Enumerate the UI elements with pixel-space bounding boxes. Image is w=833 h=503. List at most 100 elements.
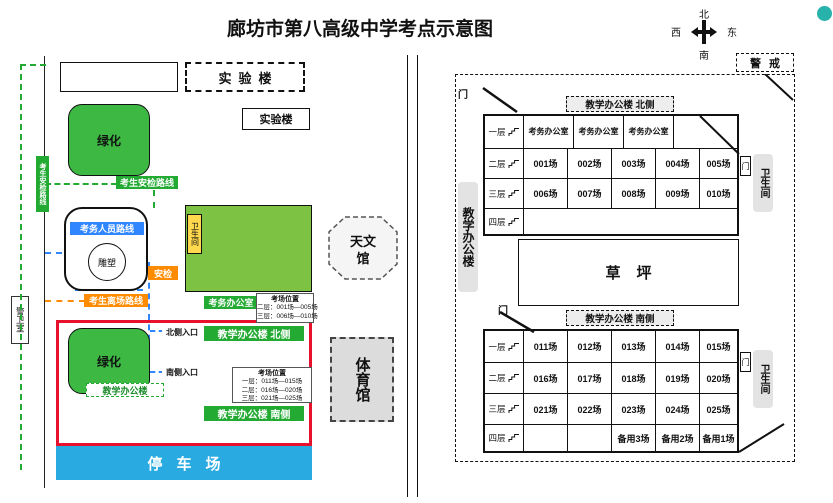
building-vertical-label: 教学办公楼 (461, 207, 475, 267)
north-building-table: 一层 考务办公室 考务办公室 考务办公室 二层 001场 002场 003场 0… (483, 114, 739, 236)
room-info-south-title: 考场位置 (258, 370, 286, 377)
floor-cell: 一层 (485, 331, 524, 362)
exam-office-tag: 考务办公室 (204, 296, 258, 309)
route-staff-segment (45, 252, 73, 254)
room-info-south-line: 三层：021场—025场 (241, 394, 303, 402)
room-info-north-line: 三层：006场—010场 (257, 312, 318, 320)
stairs-icon (508, 342, 519, 351)
green-area-top-label: 绿化 (96, 133, 121, 148)
floor-cell: 三层 (485, 394, 524, 424)
cordon-boundary (455, 74, 795, 462)
door-label-northeast: 门 (741, 161, 750, 171)
green-field (185, 205, 312, 292)
stairs-icon (508, 405, 519, 413)
room-info-north-line: 二层：001场—005场 (257, 304, 318, 312)
compass-east-label: 东 (727, 28, 737, 39)
compass-south-label: 南 (699, 51, 709, 62)
room-cell: 014场 (656, 331, 700, 362)
floor-cell: 三层 (485, 179, 524, 208)
green-area-bottom-label: 绿化 (96, 354, 121, 369)
room-cell: 备用1场 (702, 433, 735, 444)
restroom-south-label: 卫生间 (758, 364, 769, 394)
lawn-label: 草坪 (605, 265, 668, 282)
plan-header-north-label: 教学办公楼 北侧 (585, 100, 655, 111)
floor-label: 二层 (488, 373, 506, 383)
room-info-north-title: 考场位置 (271, 296, 299, 303)
plan-header-north: 教学办公楼 北侧 (566, 96, 674, 112)
table-row: 二层 001场 002场 003场 004场 005场 (485, 149, 737, 179)
sculpture: 雕塑 (88, 243, 126, 281)
building-south-tag: 教学办公楼 南侧 (204, 406, 304, 421)
building-vertical-capsule: 教学办公楼 (458, 182, 478, 292)
gym-label: 体育馆 (353, 357, 371, 402)
table-row: 三层 006场 007场 008场 009场 010场 (485, 179, 737, 209)
entrance-south-label: 南侧入口 (162, 367, 202, 378)
route-exit-tag: 考生离场路线 (84, 294, 148, 307)
divider-line-right (417, 55, 418, 497)
room-cell: 022场 (568, 394, 612, 424)
table-row: 四层 (485, 209, 737, 234)
restroom-small-label: 卫生间 (190, 222, 200, 246)
route-staff-tag: 考务人员路线 (70, 222, 144, 235)
route-security-vertical-tag: 考生安检路线 (36, 156, 49, 212)
room-cell: 019场 (656, 363, 700, 393)
table-row: 四层 备用3场 备用2场 备用1场 (485, 425, 737, 451)
route-exit-label: 考生离场路线 (88, 296, 143, 306)
stairs-icon (508, 374, 519, 382)
exam-office-label: 考务办公室 (208, 298, 254, 308)
room-cell: 备用3场 (612, 425, 656, 451)
green-area-top: 绿化 (68, 104, 150, 176)
empty-cell (568, 425, 612, 451)
restroom-north: 卫生间 (753, 154, 773, 212)
stairs-icon (508, 128, 519, 136)
floor-cell: 四层 (485, 425, 524, 451)
page-title: 廊坊市第八高级中学考点示意图 (226, 19, 493, 40)
building-north-label: 教学办公楼 北侧 (217, 330, 291, 341)
room-cell: 017场 (568, 363, 612, 393)
room-cell: 018场 (612, 363, 656, 393)
room-info-south-line: 二层：016场—020场 (241, 386, 303, 394)
cordon-label: 警戒 (750, 57, 788, 70)
route-security-label: 考生安检路线 (119, 178, 174, 188)
table-row: 三层 021场 022场 023场 024场 025场 (485, 394, 737, 425)
route-security-segment (45, 183, 117, 185)
room-cell: 011场 (524, 331, 568, 362)
route-security-segment (20, 64, 22, 470)
floor-label: 二层 (488, 158, 506, 169)
floor-label: 一层 (488, 127, 506, 137)
room-cell: 002场 (568, 149, 612, 178)
route-security-tag: 考生安检路线 (116, 176, 178, 189)
room-cell: 010场 (706, 189, 731, 199)
lab-building-small-label: 实验楼 (259, 114, 293, 126)
room-info-south-line: 一层：011场—015场 (241, 378, 303, 386)
lab-building-small: 实验楼 (242, 108, 310, 130)
cordon-tag: 警戒 (736, 53, 794, 72)
route-security-segment (153, 190, 155, 208)
restroom-north-label: 卫生间 (758, 168, 769, 198)
floor-cell: 四层 (485, 209, 524, 234)
compass-north-label: 北 (699, 10, 709, 21)
corner-dot-icon (817, 6, 832, 21)
floor-cell: 一层 (485, 116, 524, 148)
room-info-north: 考场位置 二层：001场—005场 三层：006场—010场 (256, 293, 318, 323)
door-box-northeast: 门 (740, 156, 751, 176)
door-label-southeast: 门 (741, 357, 750, 367)
entrance-north-label: 北侧入口 (162, 327, 202, 338)
floor-label: 四层 (488, 433, 506, 443)
road-line (44, 56, 45, 488)
room-cell: 013场 (612, 331, 656, 362)
door-box-southeast: 门 (740, 352, 751, 372)
room-cell: 023场 (612, 394, 656, 424)
room-cell: 025场 (706, 404, 731, 415)
parking-lot-label: 停车场 (147, 455, 235, 473)
empty-cell (674, 116, 737, 148)
parking-lot: 停车场 (56, 446, 312, 480)
room-cell: 007场 (568, 179, 612, 208)
empty-cell (524, 425, 568, 451)
divider-line-left (407, 55, 408, 497)
gym: 体育馆 (330, 337, 394, 422)
stairs-icon (508, 434, 519, 442)
stairs-icon (508, 189, 519, 198)
lab-building-large-label: 实验楼 (218, 70, 279, 86)
